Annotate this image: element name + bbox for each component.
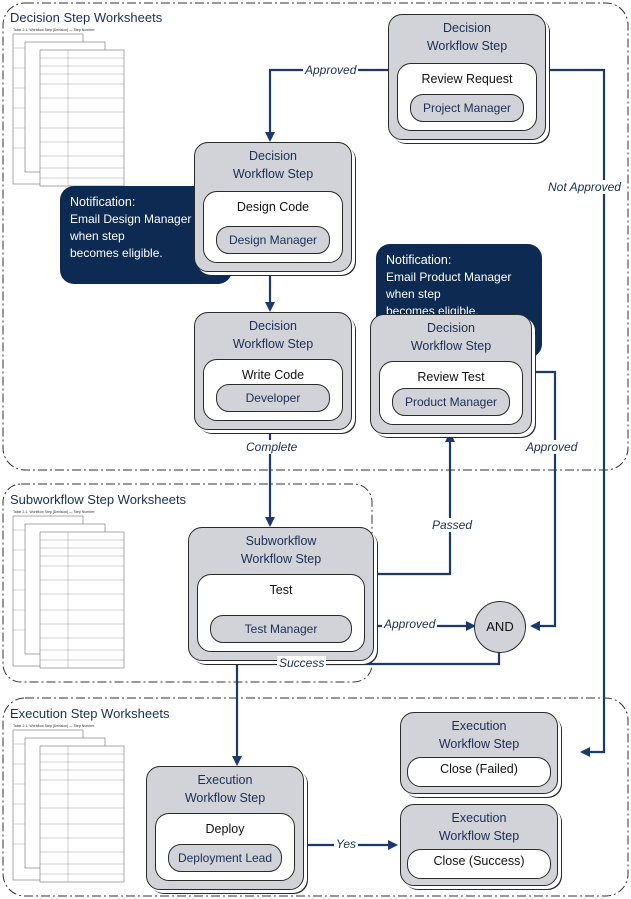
label-approved-test: Approved — [382, 617, 438, 631]
arrow-passed-test-to-review-test — [372, 432, 455, 576]
notification-product-text: Email Product Manager when step becomes … — [386, 270, 512, 318]
role-product-manager[interactable]: Product Manager — [392, 388, 510, 416]
execution-region-title: Execution Step Worksheets — [10, 706, 170, 721]
role-deployment-lead[interactable]: Deployment Lead — [168, 844, 282, 872]
label-not-approved: Not Approved — [546, 180, 623, 194]
step-review-request-body: Review Request Project Manager — [397, 63, 537, 131]
step-write-code-type: Decision Workflow Step — [232, 319, 314, 351]
label-approved-top: Approved — [303, 63, 359, 77]
step-design-code-title: Design Code — [236, 200, 310, 214]
step-review-test-body: Review Test Product Manager — [379, 361, 523, 425]
notification-design-heading: Notification: — [70, 195, 136, 209]
step-review-test-type: Decision Workflow Step — [410, 321, 492, 353]
step-close-success-body: Close (Success) — [407, 849, 551, 879]
subworkflow-region-title: Subworkflow Step Worksheets — [10, 492, 187, 507]
role-project-manager[interactable]: Project Manager — [410, 94, 524, 122]
step-design-code-body: Design Code Design Manager — [203, 191, 343, 263]
step-test-body: Test Test Manager — [197, 574, 365, 652]
decision-region-title: Decision Step Worksheets — [10, 10, 163, 25]
step-design-code-type: Decision Workflow Step — [232, 149, 314, 181]
step-test-title: Test — [269, 583, 293, 597]
step-write-code-body: Write Code Developer — [203, 359, 343, 421]
arrow-approved-review-test-to-and — [521, 370, 557, 631]
decision-worksheet-caption: Table 2-1. Workflow Step [Decision] — St… — [13, 28, 96, 32]
subworkflow-worksheet-thumbnail — [12, 515, 125, 669]
step-deploy-body: Deploy Deployment Lead — [155, 813, 295, 881]
label-approved-right: Approved — [524, 440, 580, 454]
label-success: Success — [277, 656, 327, 670]
step-close-failed-title: Close (Failed) — [440, 762, 518, 776]
label-complete: Complete — [244, 440, 300, 454]
step-review-request[interactable]: Decision Workflow Step Review Request Pr… — [388, 14, 546, 140]
step-close-failed[interactable]: Execution Workflow Step Close (Failed) — [400, 712, 558, 794]
label-yes: Yes — [334, 837, 359, 851]
and-join-node[interactable]: AND — [474, 601, 526, 653]
step-review-test[interactable]: Decision Workflow Step Review Test Produ… — [370, 314, 532, 434]
step-close-success[interactable]: Execution Workflow Step Close (Success) — [400, 804, 558, 886]
role-design-manager[interactable]: Design Manager — [216, 226, 330, 254]
execution-worksheet-caption: Table 2-1. Workflow Step [Decision] — St… — [13, 724, 96, 728]
step-review-test-title: Review Test — [417, 370, 485, 384]
step-write-code[interactable]: Decision Workflow Step Write Code Develo… — [194, 312, 352, 430]
decision-worksheet-thumbnail — [12, 33, 125, 187]
decision-region-border — [2, 2, 629, 471]
step-close-success-type: Execution Workflow Step — [438, 811, 520, 843]
arrow-success-and-to-deploy — [232, 652, 501, 766]
step-design-code[interactable]: Decision Workflow Step Design Code Desig… — [194, 142, 352, 272]
step-write-code-title: Write Code — [241, 368, 305, 382]
step-close-failed-body: Close (Failed) — [407, 757, 551, 787]
label-passed: Passed — [430, 518, 475, 532]
notification-product-heading: Notification: — [386, 253, 452, 267]
step-review-request-type: Decision Workflow Step — [426, 21, 508, 53]
role-test-manager[interactable]: Test Manager — [210, 615, 352, 643]
step-deploy-type: Execution Workflow Step — [184, 773, 266, 805]
step-close-success-title: Close (Success) — [433, 854, 525, 868]
arrow-approved-review-to-design — [265, 68, 388, 142]
arrow-not-approved-to-close-failed — [545, 68, 606, 757]
step-test[interactable]: Subworkflow Workflow Step Test Test Mana… — [188, 527, 374, 661]
execution-region-border — [2, 697, 629, 897]
role-developer[interactable]: Developer — [216, 384, 330, 412]
execution-worksheet-thumbnail — [12, 729, 125, 883]
notification-design-text: Email Design Manager when step becomes e… — [70, 212, 192, 260]
step-test-type: Subworkflow Workflow Step — [240, 534, 322, 566]
step-deploy-title: Deploy — [205, 822, 245, 836]
step-review-request-title: Review Request — [421, 72, 513, 86]
step-deploy[interactable]: Execution Workflow Step Deploy Deploymen… — [146, 766, 304, 890]
subworkflow-worksheet-caption: Table 2-1. Workflow Step [Decision] — St… — [13, 510, 96, 514]
step-close-failed-type: Execution Workflow Step — [438, 719, 520, 751]
